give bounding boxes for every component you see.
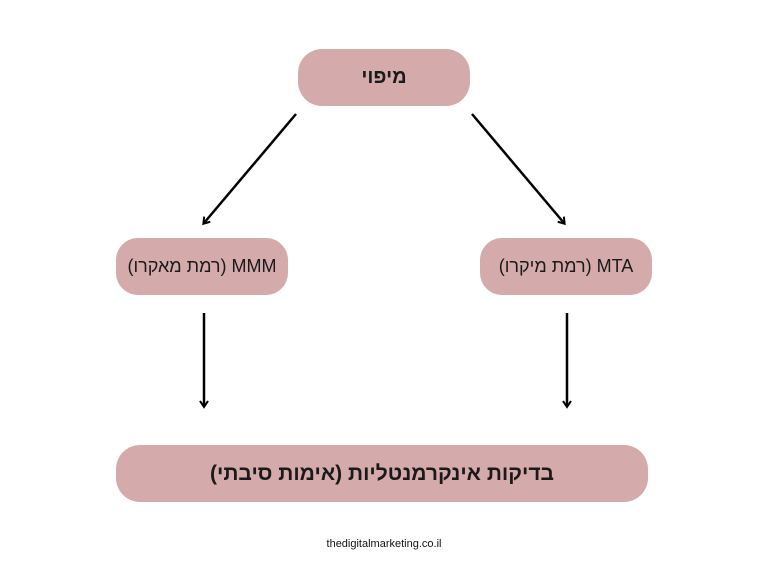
node-mapping-label: מיפוי (361, 66, 407, 88)
node-incrementality-label: בדיקות אינקרמנטליות (אימות סיבתי) (210, 461, 554, 485)
arrow-top-to-right (471, 113, 566, 226)
node-incrementality-tests: בדיקות אינקרמנטליות (אימות סיבתי) (116, 445, 648, 502)
footer-website: thedigitalmarketing.co.il (326, 538, 442, 550)
arrow-top-to-left (202, 113, 297, 226)
node-mta: MTA (רמת מיקרו) (480, 238, 652, 295)
node-mmm: MMM (רמת מאקרו) (116, 238, 288, 295)
node-mta-label: MTA (רמת מיקרו) (498, 256, 634, 276)
node-mapping: מיפוי (298, 49, 470, 106)
node-mmm-label: MMM (רמת מאקרו) (127, 256, 277, 276)
